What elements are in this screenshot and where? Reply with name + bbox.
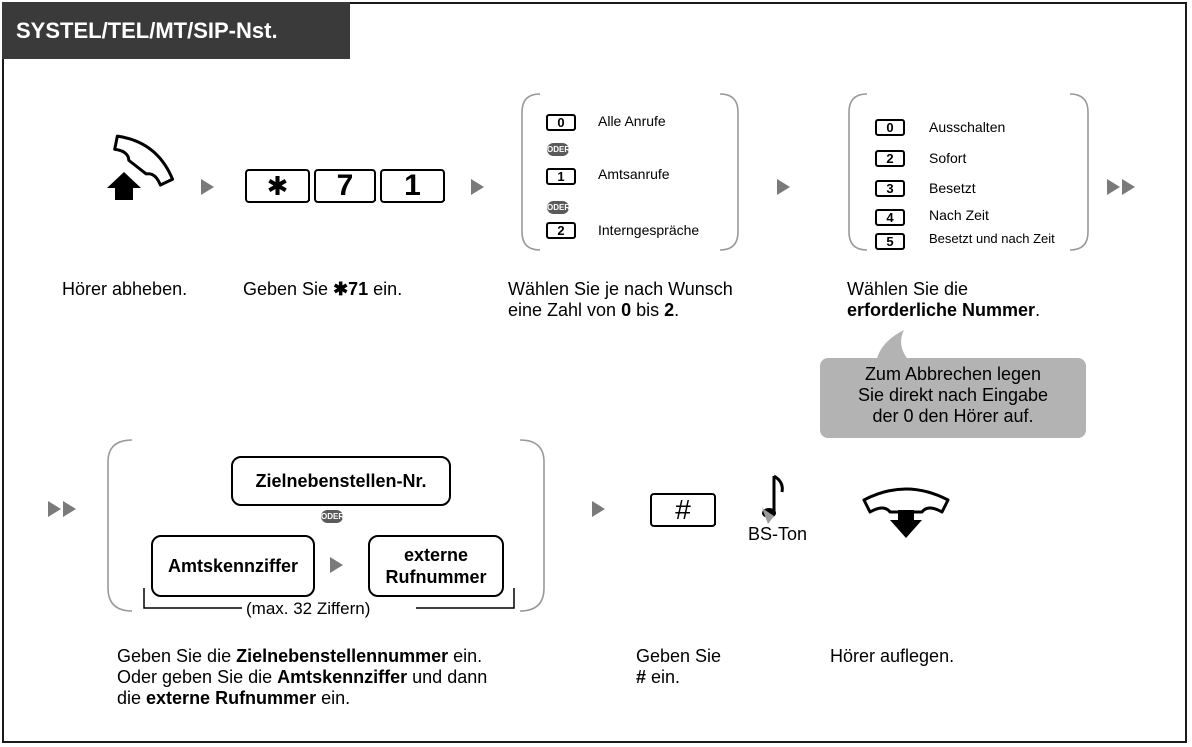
bubble-line1: Zum Abbrechen legen	[864, 364, 1042, 384]
step5-text: ein.	[316, 688, 351, 708]
step3-caption-line2: eine Zahl von 0 bis 2.	[508, 300, 733, 321]
step3-caption-text-c: bis	[631, 300, 665, 320]
step6-caption-line2: # ein.	[636, 667, 721, 688]
external-number-line2: Rufnummer	[385, 567, 487, 587]
step4-caption: Wählen Sie die erforderliche Nummer.	[847, 279, 1040, 321]
music-note-icon	[762, 474, 784, 524]
step5-caption: Geben Sie die Zielnebenstellennummer ein…	[117, 646, 487, 709]
arrow-icon	[330, 557, 343, 573]
or-badge: ODER	[321, 510, 345, 523]
bubble-line3: der 0 den Hörer auf.	[872, 406, 1034, 426]
step3-caption-line1: Wählen Sie je nach Wunsch	[508, 279, 733, 299]
key-hash: #	[650, 493, 716, 527]
step5-text: ein.	[448, 646, 483, 666]
option-label-busy: Besetzt	[929, 180, 976, 196]
arrow-icon	[201, 179, 214, 195]
bubble-line2: Sie direkt nach Eingabe	[857, 385, 1049, 405]
step3-caption-num-max: 2	[664, 300, 675, 320]
step6-bold: #	[636, 667, 647, 687]
step6-caption: Geben Sie # ein.	[636, 646, 721, 688]
step6-text: ein.	[646, 667, 681, 687]
trunk-code-box: Amtskennziffer	[151, 535, 315, 597]
option-label-no-answer: Nach Zeit	[929, 207, 989, 223]
external-number-box: externe Rufnummer	[368, 535, 504, 597]
left-paren-icon	[521, 93, 541, 251]
step4-caption-bold: erforderliche Nummer	[847, 300, 1036, 320]
step3-caption-num-min: 0	[621, 300, 632, 320]
external-number-line1: externe	[403, 545, 469, 565]
left-paren-icon	[848, 93, 868, 251]
step7-caption: Hörer auflegen.	[830, 646, 955, 666]
bubble-pointer-icon	[876, 330, 910, 362]
step5-text: die	[117, 688, 147, 708]
step2-caption-code: ✱71	[333, 279, 369, 299]
option-label-busy-no-answer: Besetzt und nach Zeit	[929, 231, 1055, 246]
step5-text: Geben Sie die	[117, 646, 237, 666]
page-title: SYSTEL/TEL/MT/SIP-Nst.	[2, 2, 350, 59]
option-key-0: 0	[546, 114, 576, 131]
arrow-icon	[63, 501, 76, 517]
key-star: ✱	[245, 169, 310, 203]
arrow-icon	[777, 179, 790, 195]
or-badge: ODER	[547, 201, 571, 214]
step4-caption-line1: Wählen Sie die	[847, 279, 969, 299]
step3-caption-text-a: eine Zahl von	[508, 300, 622, 320]
step2-caption-pre: Geben Sie	[243, 279, 334, 299]
step1-caption: Hörer abheben.	[62, 279, 188, 299]
option-key-2: 2	[546, 222, 576, 239]
arrow-icon	[592, 501, 605, 517]
step5-bold: Zielnebenstellennummer	[236, 646, 449, 666]
handset-off-hook-icon	[107, 134, 175, 200]
option-key-4: 4	[875, 209, 905, 226]
step4-caption-post: .	[1035, 300, 1041, 320]
right-paren-icon	[719, 93, 739, 251]
option-key-0: 0	[875, 119, 905, 136]
cancel-hint-bubble: Zum Abbrechen legen Sie direkt nach Eing…	[820, 358, 1086, 438]
step3-caption: Wählen Sie je nach Wunsch eine Zahl von …	[508, 279, 733, 321]
option-key-1: 1	[546, 168, 576, 185]
handset-on-hook-icon	[862, 487, 950, 538]
arrow-icon	[48, 501, 61, 517]
step5-text: Oder geben Sie die	[117, 667, 278, 687]
or-badge: ODER	[547, 143, 571, 156]
step2-caption-post: ein.	[368, 279, 403, 299]
right-paren-icon	[519, 439, 545, 612]
arrow-icon	[1107, 179, 1120, 195]
step5-text: und dann	[407, 667, 488, 687]
step5-caption-line3: die externe Rufnummer ein.	[117, 688, 487, 709]
option-key-5: 5	[875, 233, 905, 250]
step5-caption-line2: Oder geben Sie die Amtskennziffer und da…	[117, 667, 487, 688]
right-paren-icon	[1069, 93, 1089, 251]
option-label-internal-calls: Interngespräche	[598, 222, 700, 238]
option-label-all-calls: Alle Anrufe	[598, 113, 666, 129]
step5-bold: Amtskennziffer	[277, 667, 408, 687]
extension-number-box: Zielnebenstellen-Nr.	[231, 456, 451, 506]
step5-caption-line1: Geben Sie die Zielnebenstellennummer ein…	[117, 646, 487, 667]
bracket-icon	[143, 588, 515, 609]
step5-bold: externe Rufnummer	[146, 688, 317, 708]
option-label-off: Ausschalten	[929, 119, 1006, 135]
step3-caption-text-e: .	[674, 300, 680, 320]
option-key-3: 3	[875, 180, 905, 197]
arrow-icon	[1122, 179, 1135, 195]
tone-label: BS-Ton	[748, 524, 808, 544]
step2-caption: Geben Sie ✱71 ein.	[243, 279, 402, 300]
step6-caption-line1: Geben Sie	[636, 646, 722, 666]
option-label-immediately: Sofort	[929, 150, 967, 166]
option-label-trunk-calls: Amtsanrufe	[598, 166, 670, 182]
step4-caption-line2: erforderliche Nummer.	[847, 300, 1040, 321]
arrow-icon	[471, 179, 484, 195]
key-1: 1	[380, 169, 445, 203]
key-7: 7	[314, 169, 376, 203]
option-key-2: 2	[875, 150, 905, 167]
max-digits-label: (max. 32 Ziffern)	[246, 599, 371, 618]
left-paren-icon	[107, 439, 133, 612]
